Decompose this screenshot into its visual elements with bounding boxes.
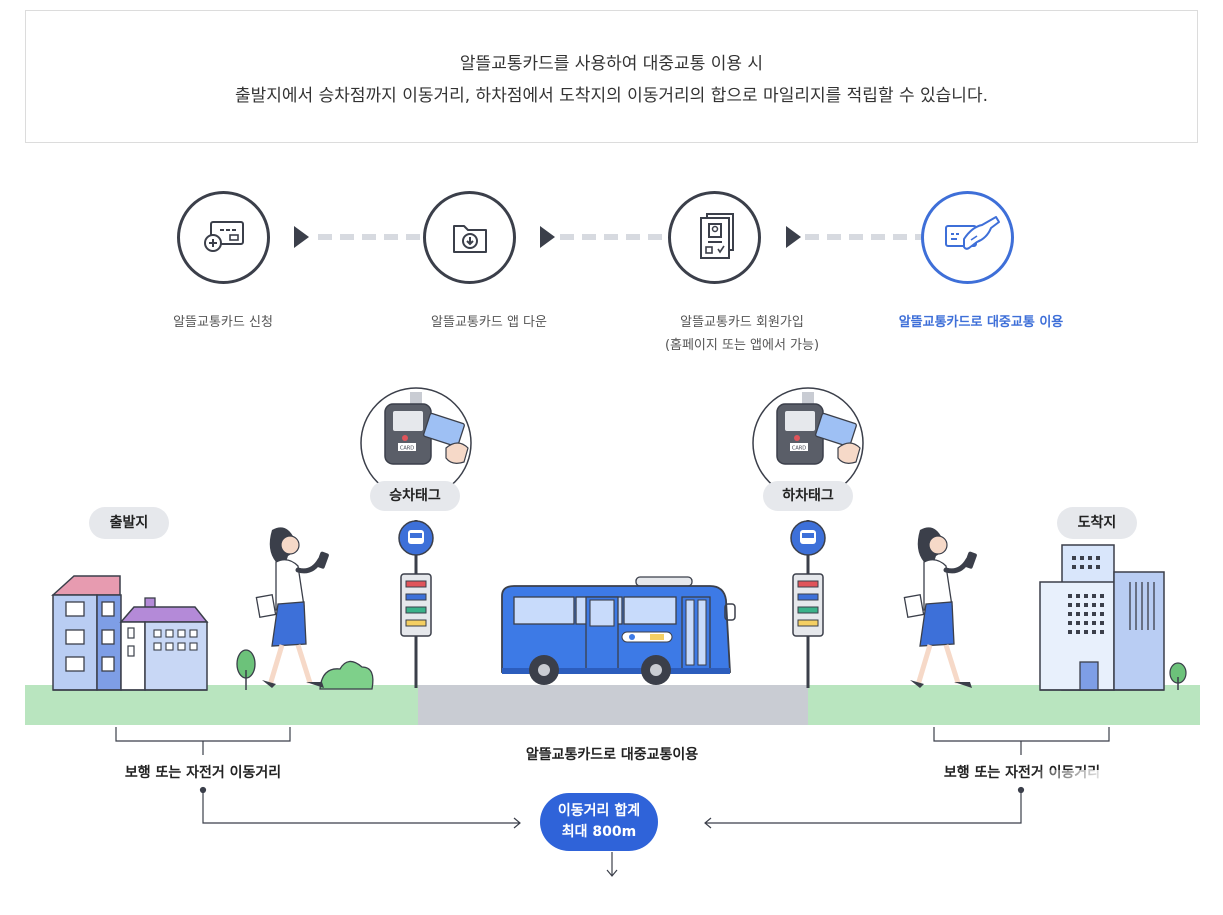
- alight-tag-badge: 하차태그: [763, 481, 853, 511]
- total-line-1: 이동거리 합계: [557, 803, 641, 819]
- intro-line-2: 출발지에서 승차점까지 이동거리, 하차점에서 도착지의 이동거리의 합으로 마…: [234, 86, 988, 106]
- tree-right: [1169, 662, 1187, 690]
- bracket-left: [115, 727, 291, 755]
- card-hand-icon: [945, 216, 1000, 250]
- step-arrow-icon: [786, 226, 801, 248]
- connector-left: [199, 786, 521, 829]
- bracket-right: [933, 727, 1110, 755]
- step-connector: [560, 234, 670, 240]
- bus: [501, 576, 736, 685]
- step-label-signup: 알뜰교통카드 회원가입: [680, 315, 804, 330]
- bus-stop-right: [790, 520, 826, 688]
- tag-reader-left: CARD: [360, 387, 472, 499]
- watermark-fade: [1040, 770, 1223, 840]
- step-label-download: 알뜰교통카드 앱 다운: [431, 315, 547, 330]
- download-folder-icon: [453, 225, 487, 253]
- reader-card-text: CARD: [400, 446, 414, 452]
- grass-right: [808, 685, 1200, 725]
- step-signup: [668, 191, 761, 284]
- pedestrian-right: [903, 527, 977, 688]
- step-connector: [805, 234, 923, 240]
- step-apply-card: [177, 191, 270, 284]
- departure-badge: 출발지: [89, 507, 169, 539]
- board-tag-badge: 승차태그: [370, 481, 460, 511]
- card-plus-icon: [204, 221, 244, 252]
- step-use-transit: [921, 191, 1014, 284]
- road: [418, 685, 808, 725]
- transit-caption: 알뜰교통카드로 대중교통이용: [525, 747, 699, 763]
- reader-card-text: CARD: [792, 446, 806, 452]
- tag-reader-right: CARD: [752, 387, 864, 499]
- grass-left: [25, 685, 418, 725]
- arrival-badge: 도착지: [1057, 507, 1137, 539]
- step-label-signup-sub: (홈페이지 또는 앱에서 가능): [664, 338, 820, 353]
- signup-document-icon: [700, 213, 734, 259]
- connector-right: [704, 786, 1025, 829]
- arrival-buildings: [1039, 544, 1165, 691]
- step-label-apply: 알뜰교통카드 신청: [173, 315, 273, 330]
- left-distance-caption: 보행 또는 자전거 이동거리: [124, 765, 282, 781]
- step-label-use-transit: 알뜰교통카드로 대중교통 이용: [898, 315, 1064, 330]
- bush-left: [319, 660, 374, 690]
- step-arrow-icon: [540, 226, 555, 248]
- intro-line-1: 알뜰교통카드를 사용하여 대중교통 이용 시: [459, 54, 764, 74]
- step-connector: [318, 234, 428, 240]
- step-download-app: [423, 191, 516, 284]
- connector-down: [606, 852, 618, 877]
- total-distance-badge: 이동거리 합계 최대 800m: [540, 793, 658, 851]
- bus-stop-left: [398, 520, 434, 688]
- pedestrian-left: [255, 527, 329, 688]
- tree-left: [236, 649, 256, 690]
- intro-box: 알뜰교통카드를 사용하여 대중교통 이용 시 출발지에서 승차점까지 이동거리,…: [25, 10, 1198, 143]
- total-line-2: 최대 800m: [561, 824, 637, 840]
- departure-houses: [51, 575, 209, 691]
- step-arrow-icon: [294, 226, 309, 248]
